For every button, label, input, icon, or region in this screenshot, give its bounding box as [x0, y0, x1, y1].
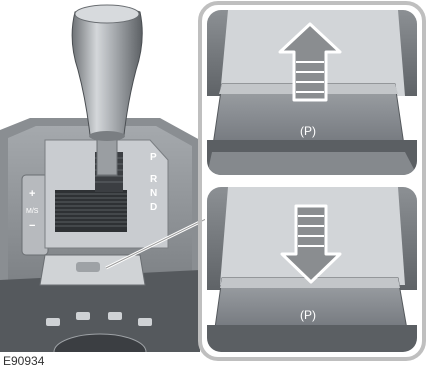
figure-reference: E90934 — [3, 354, 44, 368]
parking-brake-symbol-top: (P) — [300, 124, 316, 138]
sequential-minus: − — [29, 220, 35, 232]
sequential-plus: + — [29, 188, 35, 200]
gear-position-d: D — [150, 202, 157, 213]
gear-position-p: P — [150, 152, 157, 163]
parking-brake-symbol-bottom: (P) — [300, 308, 316, 322]
detail-panel-release: (P) — [207, 187, 417, 352]
parking-brake-switch-icon — [40, 255, 145, 285]
gear-position-r: R — [150, 174, 158, 185]
sequential-mode-label: M/S — [26, 208, 39, 215]
detail-panel-apply: (P) — [207, 10, 417, 175]
gear-position-n: N — [150, 188, 157, 199]
